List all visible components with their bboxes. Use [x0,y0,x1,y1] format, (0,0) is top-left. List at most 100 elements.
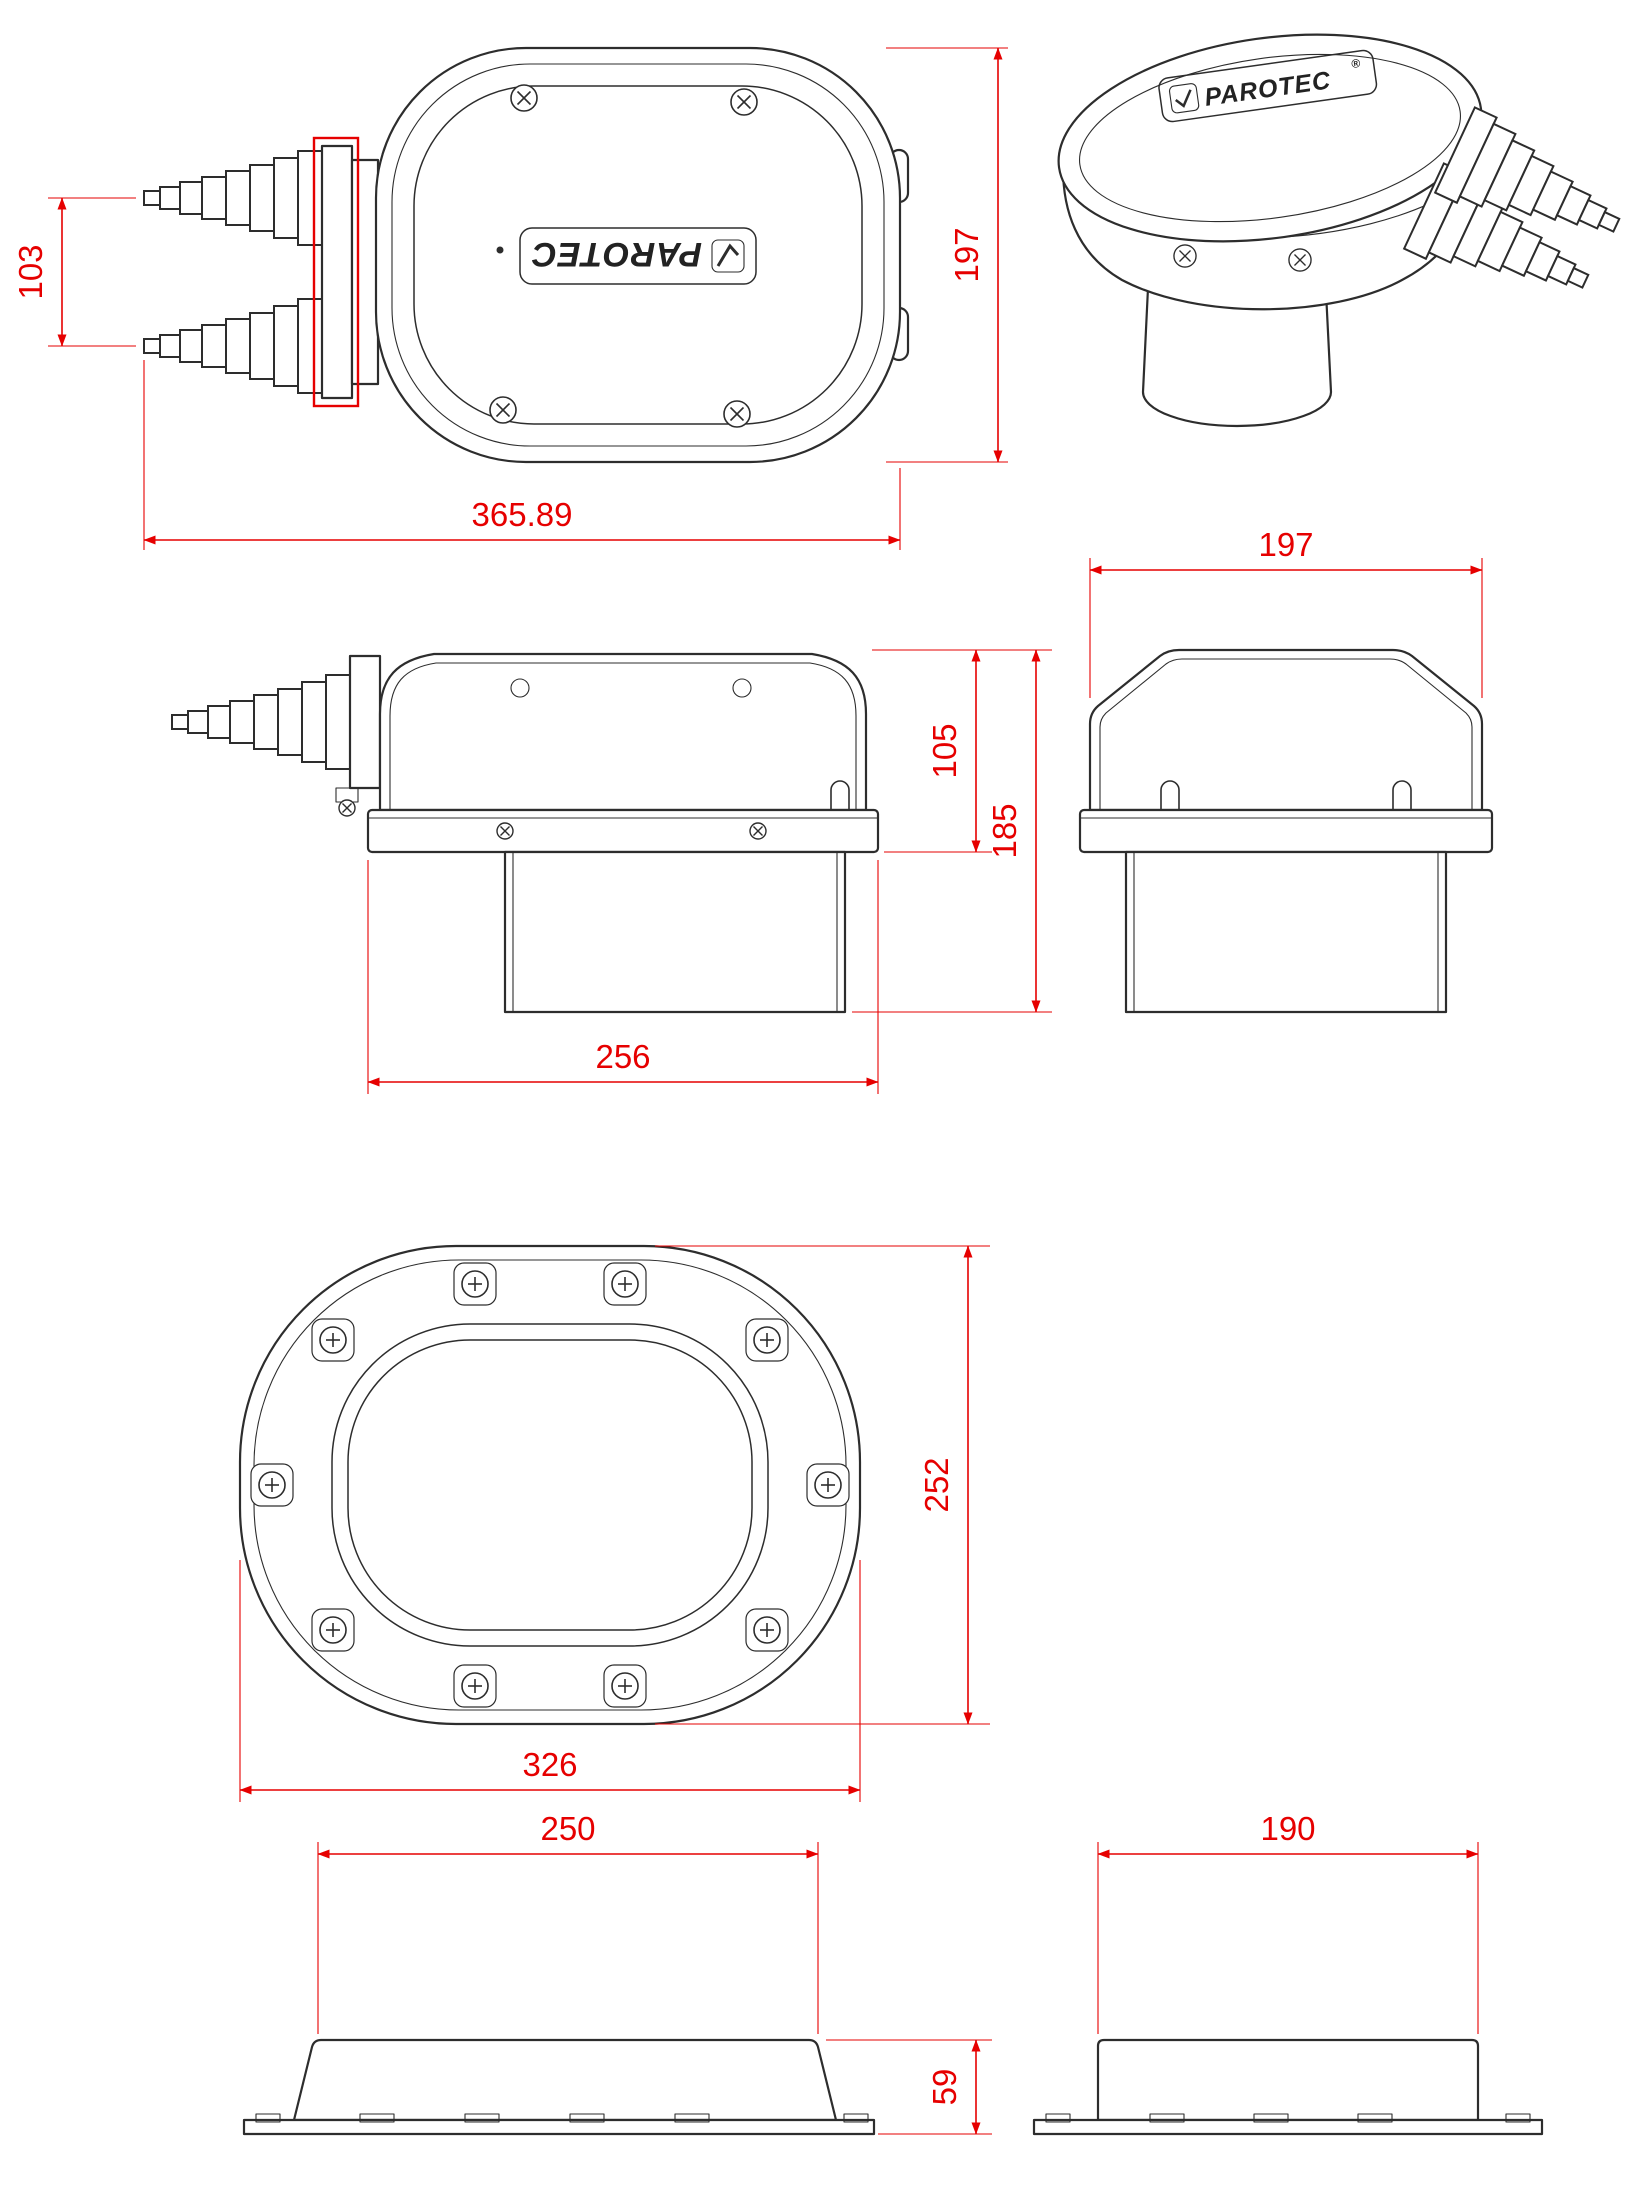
screw-icon [453,1262,497,1306]
base-profile-left: 250 59 [242,1810,992,2136]
dimension-flange-depth: 252 [655,1245,990,1725]
gland-connector [350,158,380,386]
dimension-top-depth: 197 [886,47,1008,463]
base-tab [569,2113,605,2123]
screw-icon [745,1608,789,1652]
screw-icon [311,1318,355,1362]
lid-top-inner [1078,53,1462,223]
flange-opening [347,1339,753,1631]
lid-recess [510,678,530,698]
dim-label: 250 [540,1810,595,1847]
base-body [1096,2038,1480,2122]
base-tab [464,2113,500,2123]
base-plate [242,2118,876,2136]
dimension-total-height: 185 [852,649,1052,1013]
enclosure-lid-edge [413,85,863,425]
enclosure-outline [374,46,902,464]
base-tab [1149,2113,1185,2123]
duct [1124,850,1448,1014]
spigot [1141,286,1333,428]
screw-icon [603,1262,647,1306]
dimension-base-height: 59 [826,2039,992,2135]
check-icon-mark [1175,89,1192,108]
screw-icon [745,1318,789,1362]
check-icon [1168,83,1200,114]
base-tab [359,2113,395,2123]
screw-icon [1288,248,1312,272]
dimension-gland-spacing: 103 [12,197,136,347]
check-icon [711,239,745,273]
lid-profile [378,652,868,812]
gland-plate [348,654,382,790]
enclosure-ring [391,63,885,447]
front-view: 197 [1078,526,1494,1014]
screw-icon [510,84,538,112]
dim-label: 59 [926,2069,963,2106]
dim-label: 365.89 [472,496,573,533]
dimension-flange-length: 326 [239,1560,861,1802]
check-icon-mark [716,243,740,267]
duct [503,850,847,1014]
screw-icon [749,822,767,840]
bottom-view: 252 326 [238,1244,990,1802]
cable-gland [171,674,351,770]
flange-inner-edge [331,1323,769,1647]
logo-border [1158,49,1378,123]
base-tab [255,2113,281,2123]
base-tab [843,2113,869,2123]
dimension-lid-height: 105 [872,649,1052,853]
logo-border [519,227,757,285]
cable-gland [143,150,323,246]
brand-text: PAROTEC [531,235,702,273]
gland-plate-highlight [312,136,360,408]
dim-label: 103 [12,244,49,299]
dimension-front-width: 197 [1089,526,1483,698]
screw-icon [338,799,356,817]
base-tab [674,2113,710,2123]
base-tab [1253,2113,1289,2123]
top-view: PAROTEC 103 365.89 197 [12,46,1008,550]
dimension-base-right-width: 190 [1097,1810,1479,2034]
brand-logo-top: PAROTEC [519,227,757,285]
dim-label: 190 [1260,1810,1315,1847]
dim-label: 256 [595,1038,650,1075]
screw-icon [730,88,758,116]
lid-inner-line [1099,658,1473,810]
flange-outline [238,1244,862,1726]
dim-label: 105 [926,723,963,778]
dim-label: 252 [918,1457,955,1512]
dimension-flange-length-side: 256 [367,860,879,1094]
base-tab [1045,2113,1071,2123]
mold-dot [496,246,504,254]
base-profile-right: 190 [1032,1810,1544,2136]
iso-view: PAROTEC ® [1057,33,1638,428]
screw-icon [723,400,751,428]
dimension-base-left-width: 250 [317,1810,819,2034]
dim-label: 185 [986,803,1023,858]
dim-label: 197 [948,227,985,282]
registered-mark: ® [1351,56,1362,71]
base-tab [1505,2113,1531,2123]
screw-icon [489,396,517,424]
screw-icon [1173,244,1197,268]
lid-profile [1088,648,1484,812]
screw-icon [496,822,514,840]
side-view: 105 185 256 [171,649,1052,1094]
flange [1078,808,1494,854]
dim-label: 326 [522,1746,577,1783]
cable-gland [143,298,323,394]
base-tab [1357,2113,1393,2123]
screw-icon [806,1463,850,1507]
flange [366,808,880,854]
lid-recess [732,678,752,698]
gland-plate [320,144,354,400]
base-body [292,2038,838,2122]
dim-label: 197 [1258,526,1313,563]
lid-inner-line [389,662,857,810]
screw-icon [311,1608,355,1652]
dimension-overall-length: 365.89 [143,360,901,550]
screw-icon [603,1664,647,1708]
screw-icon [250,1463,294,1507]
